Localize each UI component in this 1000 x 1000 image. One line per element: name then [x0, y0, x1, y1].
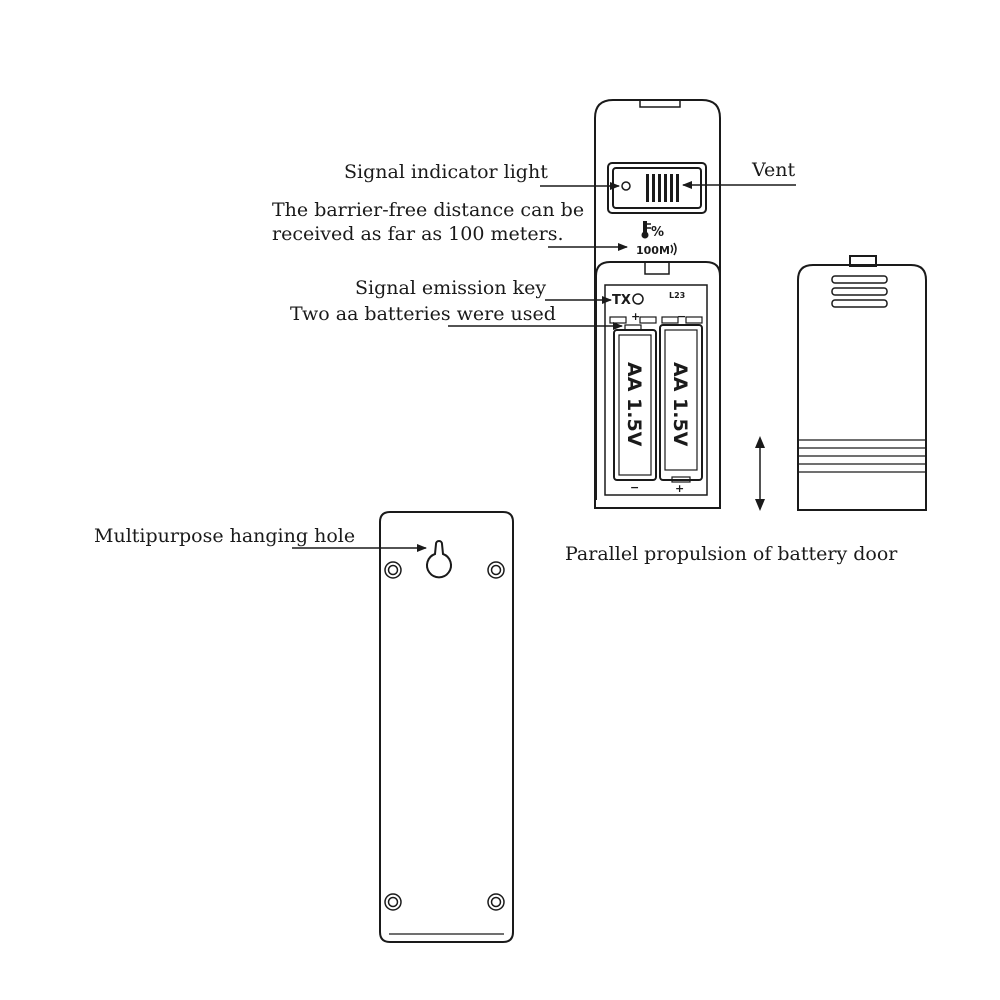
battery-right: AA 1.5V: [659, 324, 703, 483]
label-distance-line1: The barrier-free distance can be: [272, 199, 584, 221]
battery-right-label: AA 1.5V: [669, 362, 691, 447]
model-label: L23: [669, 291, 685, 300]
polarity-top-plus: +: [631, 310, 640, 323]
tx-label: TX: [612, 293, 631, 308]
vent-slots: [646, 174, 679, 202]
label-hanging-hole: Multipurpose hanging hole: [94, 525, 355, 547]
label-batteries: Two aa batteries were used: [290, 303, 556, 325]
battery-door: [797, 255, 927, 511]
label-signal-indicator: Signal indicator light: [344, 161, 548, 183]
polarity-bottom-minus: −: [630, 481, 639, 494]
thermometer-percent-icon: %: [641, 221, 664, 240]
label-door-propulsion: Parallel propulsion of battery door: [565, 543, 898, 565]
label-emission-key: Signal emission key: [355, 277, 546, 299]
battery-terminals: [609, 316, 703, 331]
hanging-hole: [426, 540, 452, 579]
svg-text:%: %: [651, 225, 664, 240]
battery-left-label: AA 1.5V: [623, 362, 645, 447]
sensor-front-body: [594, 99, 721, 509]
label-vent: Vent: [751, 159, 795, 181]
polarity-bottom-plus: +: [675, 482, 684, 495]
screw-holes: [384, 561, 505, 911]
range-text: 100M: [636, 244, 670, 257]
battery-compartment: [595, 261, 721, 500]
door-slide-arrow: [755, 436, 765, 511]
battery-left: AA 1.5V: [613, 329, 657, 481]
indicator-vent-panel: [607, 162, 707, 214]
signal-emission-key[interactable]: [632, 293, 644, 305]
sensor-back-panel: [379, 511, 514, 943]
wireless-signal-icon: [670, 242, 677, 256]
polarity-top-minus: −: [677, 310, 686, 323]
signal-indicator-light: [621, 181, 631, 191]
label-distance-line2: received as far as 100 meters.: [272, 223, 564, 245]
